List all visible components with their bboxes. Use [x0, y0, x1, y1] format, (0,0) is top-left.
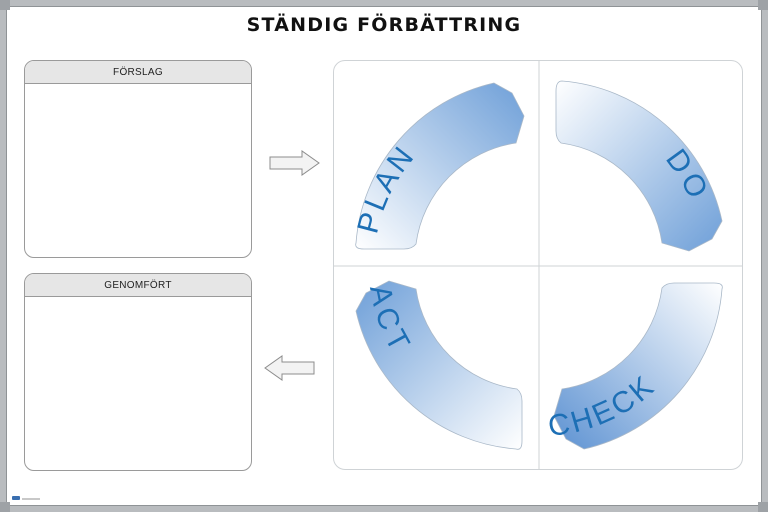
plan-segment	[355, 82, 525, 250]
act-segment	[355, 280, 523, 450]
pdca-cycle-board: PLAN DO CHECK ACT	[333, 60, 743, 470]
arrow-right-icon	[269, 150, 320, 176]
suggestions-panel[interactable]: FÖRSLAG	[24, 60, 252, 258]
brand-logo	[12, 496, 20, 500]
board-title: STÄNDIG FÖRBÄTTRING	[246, 14, 522, 36]
arrow-left-icon	[264, 355, 315, 381]
completed-panel-body[interactable]	[25, 297, 251, 470]
frame-corner	[0, 0, 10, 10]
frame-corner	[0, 502, 10, 512]
brand-logo-text	[22, 498, 40, 500]
completed-panel[interactable]: GENOMFÖRT	[24, 273, 252, 471]
pdca-cycle-graphic: PLAN DO CHECK ACT	[334, 61, 742, 469]
check-segment	[553, 282, 723, 450]
frame-corner	[758, 502, 768, 512]
completed-panel-header: GENOMFÖRT	[25, 274, 251, 297]
frame-corner	[758, 0, 768, 10]
suggestions-panel-header: FÖRSLAG	[25, 61, 251, 84]
do-segment	[555, 80, 723, 252]
suggestions-panel-body[interactable]	[25, 84, 251, 257]
